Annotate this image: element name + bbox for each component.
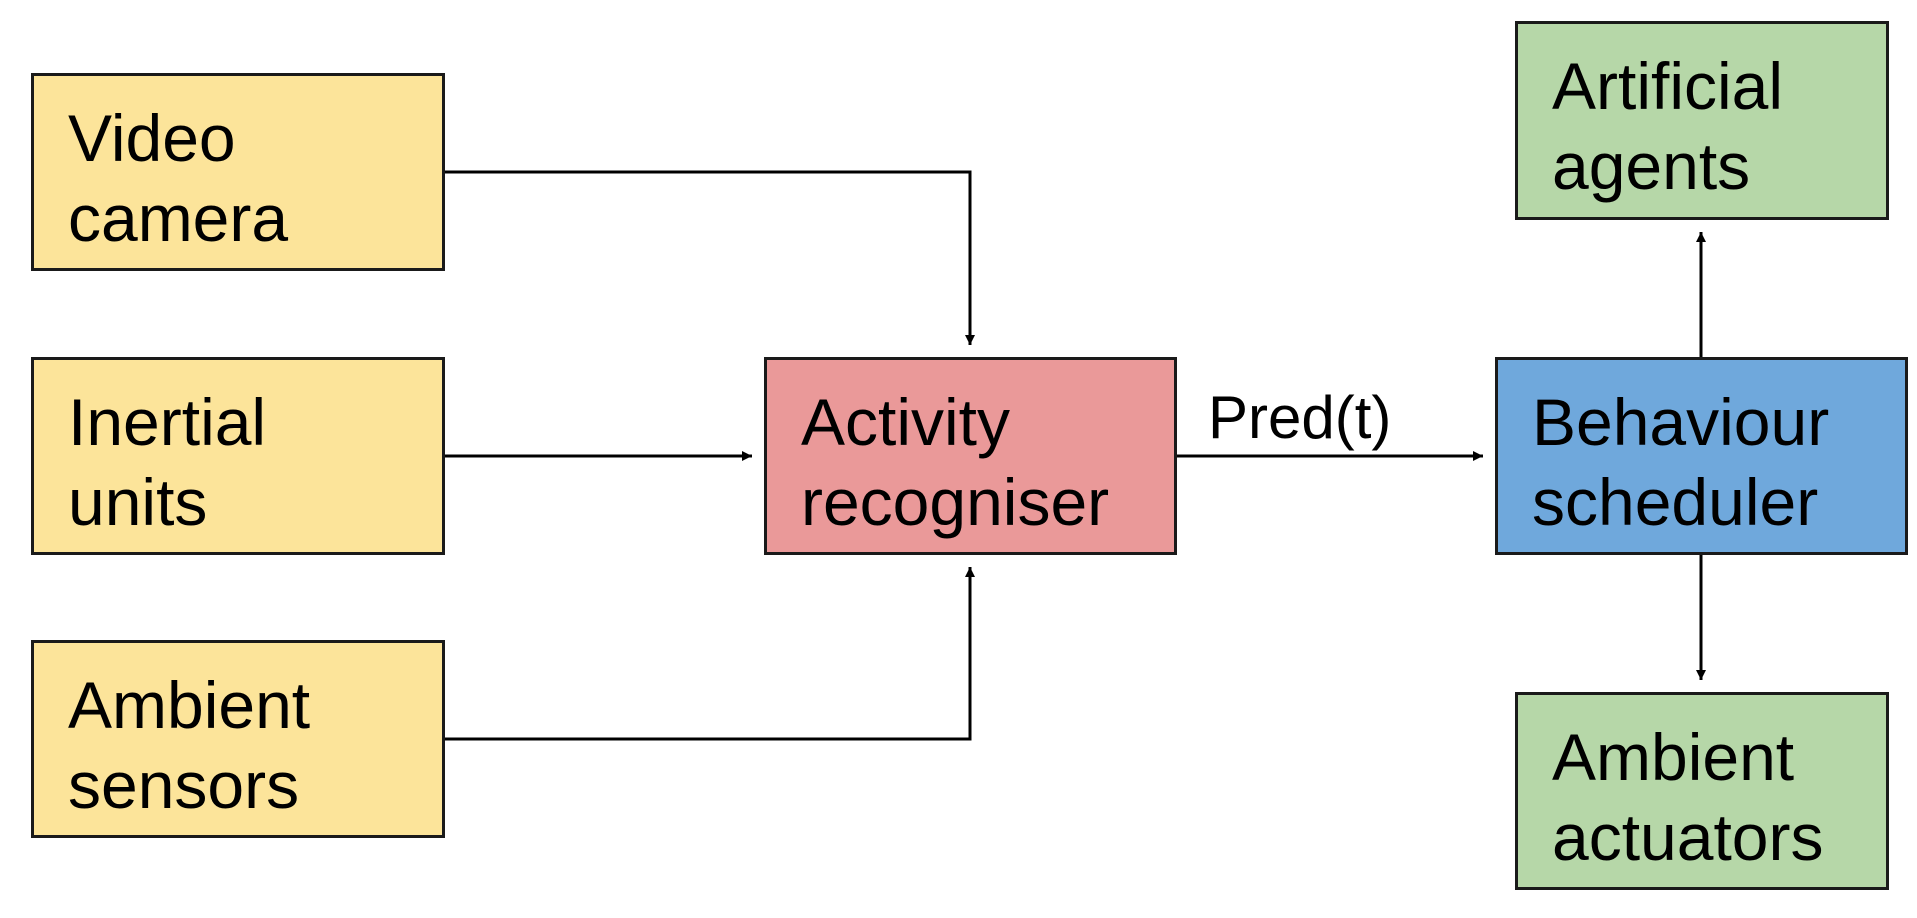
ambient-actuators-line1: Ambient <box>1552 720 1795 794</box>
behaviour-scheduler-node: Behaviour scheduler <box>1495 357 1908 555</box>
ambient-sensors-node: Ambient sensors <box>31 640 445 838</box>
ambient-sensors-line1: Ambient <box>68 668 311 742</box>
inertial-units-line1: Inertial <box>68 385 267 459</box>
artificial-agents-node: Artificial agents <box>1515 21 1889 220</box>
artificial-agents-line1: Artificial <box>1552 49 1784 123</box>
video-camera-line1: Video <box>68 101 236 175</box>
ambient-actuators-line2: actuators <box>1552 800 1824 874</box>
video-camera-node: Video camera <box>31 73 445 271</box>
activity-recogniser-node: Activity recogniser <box>764 357 1177 555</box>
activity-recogniser-line2: recogniser <box>801 465 1110 539</box>
edge-ambient-sensors-to-recogniser <box>445 567 975 741</box>
behaviour-scheduler-line2: scheduler <box>1532 465 1819 539</box>
video-camera-line2: camera <box>68 181 289 255</box>
ambient-sensors-line2: sensors <box>68 748 300 822</box>
artificial-agents-line2: agents <box>1552 129 1751 203</box>
inertial-units-node: Inertial units <box>31 357 445 555</box>
edge-video-to-recogniser <box>445 170 975 345</box>
pred-edge-label: Pred(t) <box>1208 384 1392 451</box>
behaviour-scheduler-line1: Behaviour <box>1532 385 1830 459</box>
inertial-units-line2: units <box>68 465 208 539</box>
ambient-actuators-node: Ambient actuators <box>1515 692 1889 890</box>
activity-recogniser-line1: Activity <box>801 385 1011 459</box>
